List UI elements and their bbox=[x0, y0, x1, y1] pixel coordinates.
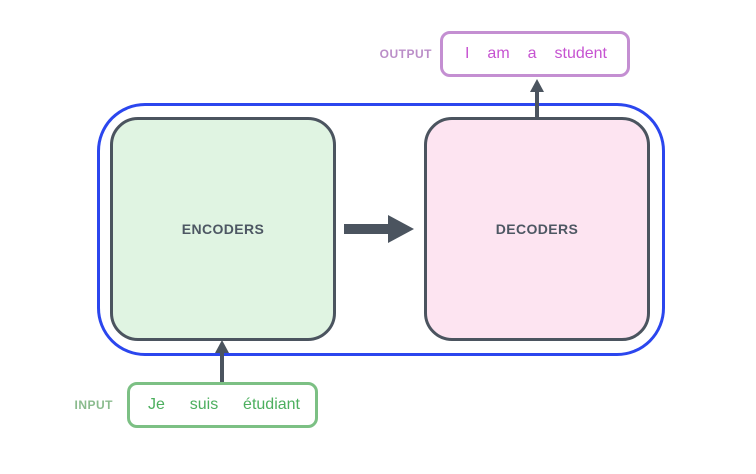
up-arrow-icon bbox=[215, 340, 229, 382]
output-word: a bbox=[527, 45, 537, 62]
input-box: Je suis étudiant bbox=[127, 382, 318, 428]
input-word: Je bbox=[148, 396, 165, 413]
decoders-box: DECODERS bbox=[424, 117, 650, 341]
input-word: suis bbox=[189, 396, 219, 413]
output-word: am bbox=[487, 45, 510, 62]
output-label: OUTPUT bbox=[379, 47, 432, 61]
encoders-box: ENCODERS bbox=[110, 117, 336, 341]
right-arrow-icon bbox=[344, 215, 414, 243]
decoders-label: DECODERS bbox=[495, 221, 579, 237]
up-arrow-icon bbox=[530, 79, 544, 119]
output-box: I am a student bbox=[440, 31, 630, 77]
output-word: student bbox=[554, 45, 607, 62]
output-word: I bbox=[465, 45, 470, 62]
input-word: étudiant bbox=[243, 396, 300, 413]
input-label: INPUT bbox=[74, 398, 113, 412]
encoders-label: ENCODERS bbox=[181, 221, 265, 237]
